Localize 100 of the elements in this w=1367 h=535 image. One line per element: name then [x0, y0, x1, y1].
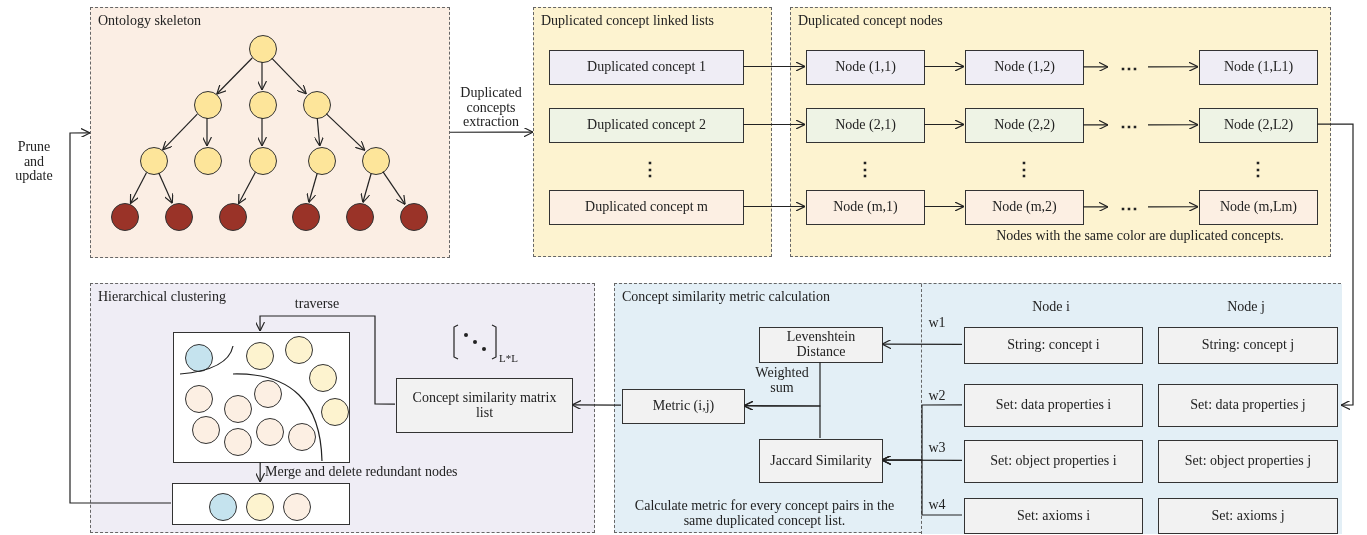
process-box: String: concept i — [964, 327, 1143, 364]
column-header: Node j — [1226, 300, 1266, 315]
concept-circle — [288, 423, 316, 451]
concept-circle — [209, 493, 237, 521]
process-box: Duplicated concept m — [549, 190, 744, 225]
arrow — [743, 400, 821, 439]
arrow — [256, 61, 268, 91]
arrow — [382, 171, 406, 205]
concept-circle — [362, 147, 390, 175]
ellipsis-text: ⋯ — [1109, 193, 1149, 223]
edge-label: Duplicated concepts extraction — [459, 86, 523, 131]
arrow — [449, 127, 534, 138]
concept-circle — [292, 203, 320, 231]
process-box: Levenshtein Distance — [759, 327, 883, 363]
process-box: Node (m,1) — [806, 190, 925, 225]
arrow — [881, 339, 963, 350]
ellipsis-text: ⋯ — [1109, 111, 1149, 141]
concept-circle — [224, 395, 252, 423]
concept-circle — [249, 35, 277, 63]
arrow — [69, 127, 172, 504]
arrow — [1082, 201, 1109, 212]
concept-circle — [303, 91, 331, 119]
process-box: Node (2,L2) — [1199, 108, 1318, 143]
arrow — [1082, 119, 1109, 130]
process-box: Node (1,1) — [806, 50, 925, 85]
note-text: Nodes with the same color are duplicated concepts. — [995, 229, 1285, 244]
arrow — [306, 172, 318, 204]
concept-circle — [224, 428, 252, 456]
concept-circle — [194, 147, 222, 175]
arrow — [256, 117, 268, 147]
edge-label: w4 — [927, 498, 947, 513]
arrow — [1082, 61, 1109, 72]
concept-circle — [246, 342, 274, 370]
process-box: Set: object properties j — [1158, 440, 1338, 483]
process-box: Node (2,2) — [965, 108, 1084, 143]
ellipsis-text: ⋯ — [1109, 53, 1149, 83]
group-panel — [790, 7, 1331, 257]
process-box: Duplicated concept 1 — [549, 50, 744, 85]
arrow — [158, 172, 174, 204]
process-box: Set: data properties j — [1158, 384, 1338, 427]
edge-label: w3 — [927, 441, 947, 456]
concept-circle — [321, 398, 349, 426]
matrix-size-label: L*L — [499, 353, 519, 365]
vertical-ellipsis: ⋮ — [1248, 160, 1268, 179]
edge-label: w2 — [927, 389, 947, 404]
vertical-ellipsis: ⋮ — [640, 160, 660, 179]
edge-label: Prune and update — [14, 140, 54, 185]
arrow — [238, 171, 256, 205]
panel-title: Concept similarity metric calculation — [622, 289, 830, 305]
concept-circle — [219, 203, 247, 231]
arrow — [1147, 119, 1199, 130]
concept-circle — [400, 203, 428, 231]
arrow — [923, 119, 965, 130]
concept-circle — [254, 380, 282, 408]
arrow — [255, 461, 266, 483]
process-box: Set: axioms i — [964, 498, 1143, 534]
process-box: Duplicated concept 2 — [549, 108, 744, 143]
arrow — [313, 117, 324, 147]
group-panel — [90, 7, 450, 258]
concept-circle — [140, 147, 168, 175]
edge-label: Merge and delete redundant nodes — [265, 465, 459, 480]
panel-title: Hierarchical clustering — [98, 289, 226, 305]
edge-label: w1 — [927, 316, 947, 331]
arrow — [881, 454, 963, 516]
cluster-box — [173, 332, 350, 463]
concept-circle — [111, 203, 139, 231]
panel-title: Duplicated concept linked lists — [541, 13, 714, 29]
concept-circle — [249, 147, 277, 175]
process-box: Concept similarity matrix list — [396, 378, 573, 433]
note-text: Calculate metric for every concept pairs in the same duplicated concept list. — [633, 499, 896, 529]
vertical-ellipsis: ⋮ — [855, 160, 875, 179]
process-box: Node (1,L1) — [1199, 50, 1318, 85]
concept-circle — [308, 147, 336, 175]
process-box: Node (m,2) — [965, 190, 1084, 225]
concept-circle — [246, 493, 274, 521]
panel-title: Ontology skeleton — [98, 13, 202, 29]
group-panel — [614, 283, 1341, 533]
concept-circle — [185, 344, 213, 372]
concept-circle — [285, 336, 313, 364]
arrow — [1147, 61, 1199, 72]
edge-label: Weighted sum — [754, 366, 810, 396]
arrow — [254, 315, 396, 405]
process-box: Node (2,1) — [806, 108, 925, 143]
concept-circle — [185, 385, 213, 413]
arrow — [162, 113, 198, 151]
process-box: Set: object properties i — [964, 440, 1143, 483]
arrow — [216, 57, 253, 95]
concept-circle — [165, 203, 193, 231]
panel-title: Duplicated concept nodes — [798, 13, 943, 29]
concept-circle — [256, 418, 284, 446]
arrow — [742, 201, 806, 212]
process-box: Metric (i,j) — [622, 389, 745, 424]
vertical-ellipsis: ⋮ — [1014, 160, 1034, 179]
column-header: Node i — [1031, 300, 1071, 315]
process-box: Set: data properties i — [964, 384, 1143, 427]
arrow — [360, 172, 372, 204]
arrow — [571, 399, 622, 411]
arrow — [201, 117, 213, 147]
concept-circle — [346, 203, 374, 231]
concept-circle — [194, 91, 222, 119]
